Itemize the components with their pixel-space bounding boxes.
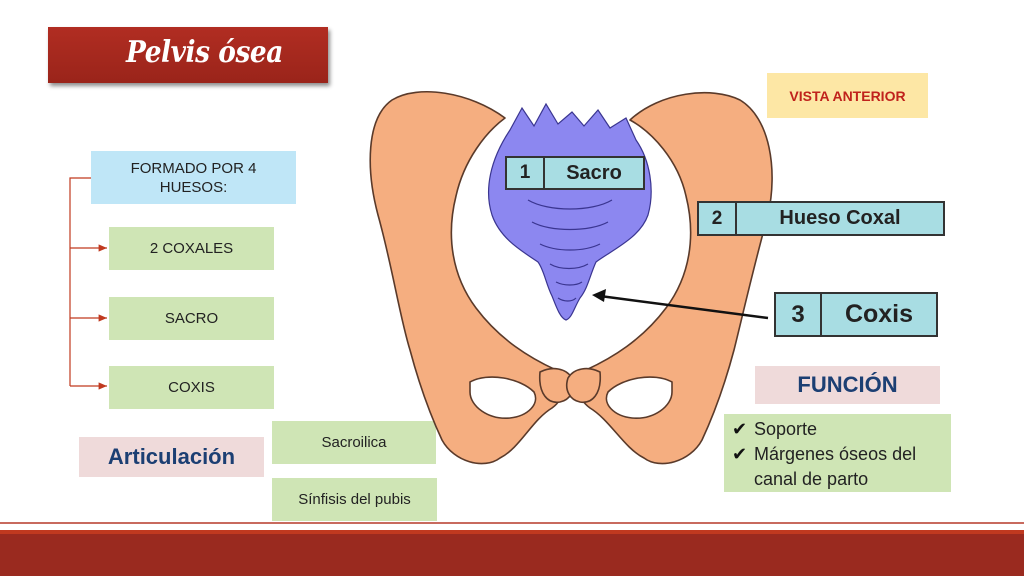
- checkmark-icon: ✔: [732, 444, 748, 464]
- composition-item-coxales: 2 COXALES: [109, 227, 274, 270]
- view-label: VISTA ANTERIOR: [767, 73, 928, 118]
- label-hueso-coxal: 2 Hueso Coxal: [697, 201, 945, 236]
- footer-divider: [0, 522, 1024, 524]
- label-sacro-number: 1: [507, 158, 545, 188]
- label-sacro: 1 Sacro: [505, 156, 645, 190]
- page-title: Pelvis ósea: [126, 35, 283, 70]
- label-hueso-coxal-number: 2: [699, 203, 737, 234]
- function-item-text: Soporte: [754, 419, 818, 439]
- title-banner: Pelvis ósea: [48, 27, 328, 83]
- footer-bar: [0, 530, 1024, 576]
- function-label: FUNCIÓN: [755, 366, 940, 404]
- sacrum: [487, 102, 652, 321]
- left-coxal-bone: [369, 90, 564, 465]
- label-coxis: 3 Coxis: [774, 292, 938, 337]
- function-item-text: Márgenes óseos del canal de parto: [754, 444, 917, 489]
- label-sacro-name: Sacro: [566, 161, 622, 184]
- articulation-item-sacroilica: Sacroilica: [272, 421, 436, 464]
- left-obturator-foramen: [469, 376, 537, 419]
- articulation-item-sinfisis: Sínfisis del pubis: [272, 478, 437, 521]
- label-hueso-coxal-name: Hueso Coxal: [779, 207, 901, 229]
- checkmark-icon: ✔: [732, 419, 748, 439]
- label-coxis-number: 3: [776, 294, 822, 335]
- right-obturator-foramen: [605, 376, 673, 419]
- function-item: ✔ Soporte: [732, 417, 947, 442]
- composition-item-coxis: COXIS: [109, 366, 274, 409]
- function-list: ✔ Soporte ✔ Márgenes óseos del canal de …: [724, 414, 951, 492]
- articulation-label: Articulación: [79, 437, 264, 477]
- function-item: ✔ Márgenes óseos del canal de parto: [732, 442, 947, 492]
- composition-item-sacro: SACRO: [109, 297, 274, 340]
- composition-header: FORMADO POR 4 HUESOS:: [91, 151, 296, 204]
- label-coxis-name: Coxis: [844, 300, 914, 328]
- right-coxal-bone: [578, 91, 773, 465]
